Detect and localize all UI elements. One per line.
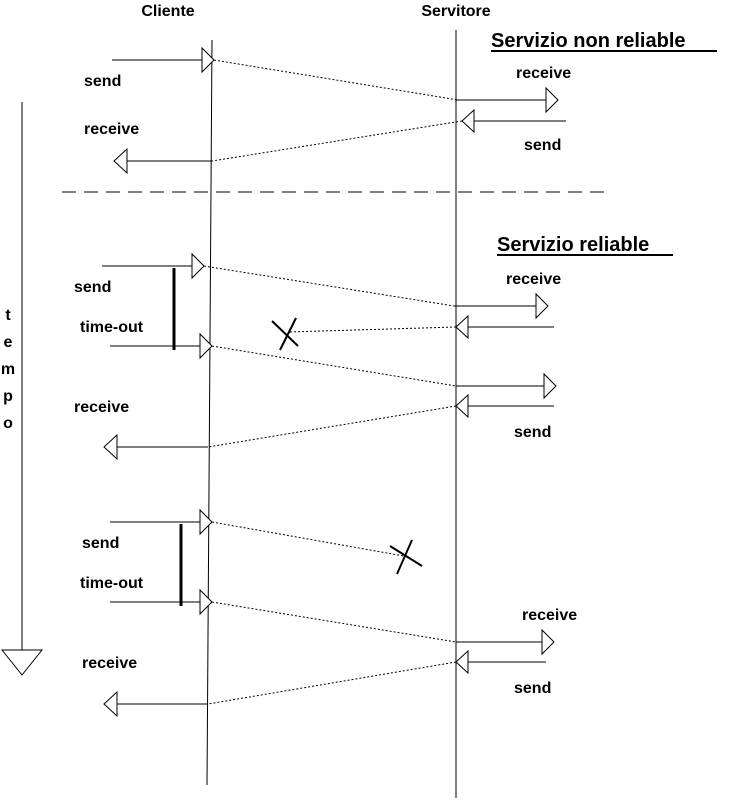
s2-server-reply-arrow-icon bbox=[455, 314, 469, 340]
s2-server-send-label: send bbox=[514, 424, 551, 441]
s2-client-send-label: send bbox=[74, 279, 111, 296]
s1-client-receive-arrow-icon bbox=[113, 147, 128, 175]
s2-timeout-label: time-out bbox=[80, 319, 144, 336]
s3-client-resend-arrow-icon bbox=[199, 588, 213, 616]
s2-client-resend-arrow-icon bbox=[199, 332, 213, 360]
s1-server-receive-label: receive bbox=[516, 65, 571, 82]
s1-reply-message bbox=[211, 120, 463, 162]
s3-reply-message bbox=[207, 661, 457, 705]
s1-request-message bbox=[213, 59, 459, 101]
s2-server-receive-arrow-icon bbox=[535, 292, 549, 320]
s2-server-send-arrow-icon bbox=[455, 393, 469, 419]
s1-client-send-label: send bbox=[84, 73, 121, 90]
time-letter: p bbox=[3, 388, 13, 405]
reliable-title: Servizio reliable bbox=[497, 234, 649, 256]
client-header: Cliente bbox=[141, 3, 194, 20]
client-lifeline bbox=[206, 39, 213, 786]
s2-lost-reply-message bbox=[287, 326, 457, 333]
s1-client-receive-label: receive bbox=[84, 121, 139, 138]
s2-resend-message bbox=[211, 345, 457, 387]
time-letter: o bbox=[3, 415, 13, 432]
s2-server-receive-label: receive bbox=[506, 271, 561, 288]
s1-server-receive-arrow-icon bbox=[545, 86, 559, 114]
s3-client-send-label: send bbox=[82, 535, 119, 552]
s2-reply-message bbox=[207, 405, 457, 448]
s2-server-receive2-arrow-icon bbox=[543, 372, 557, 400]
unreliable-title: Servizio non reliable bbox=[491, 30, 686, 52]
server-header: Servitore bbox=[421, 3, 490, 20]
s3-lost-message-cross-icon bbox=[389, 539, 423, 575]
s3-client-send-arrow-icon bbox=[199, 508, 213, 536]
s3-server-send-arrow-icon bbox=[455, 649, 469, 675]
s1-client-send-arrow-icon bbox=[201, 46, 215, 74]
s3-server-send-label: send bbox=[514, 680, 551, 697]
s3-client-receive-label: receive bbox=[82, 655, 137, 672]
s2-client-receive-arrow-icon bbox=[103, 433, 118, 461]
s3-client-receive-arrow-icon bbox=[103, 690, 118, 718]
s2-client-send-arrow-icon bbox=[191, 252, 205, 280]
s3-timeout-label: time-out bbox=[80, 575, 144, 592]
s3-lost-request-message bbox=[211, 521, 405, 557]
s1-server-send-arrow-icon bbox=[461, 108, 475, 134]
s2-request-message bbox=[203, 265, 455, 307]
s3-server-receive-label: receive bbox=[522, 607, 577, 624]
time-axis-arrow-icon bbox=[0, 649, 44, 676]
s3-resend-message bbox=[211, 601, 457, 643]
s1-server-send-label: send bbox=[524, 137, 561, 154]
s3-server-receive-arrow-icon bbox=[541, 628, 555, 656]
s2-client-receive-label: receive bbox=[74, 399, 129, 416]
time-letter: e bbox=[4, 334, 13, 351]
s2-lost-message-cross-icon bbox=[271, 317, 299, 351]
time-letter: t bbox=[5, 307, 11, 324]
time-letter: m bbox=[1, 361, 15, 378]
